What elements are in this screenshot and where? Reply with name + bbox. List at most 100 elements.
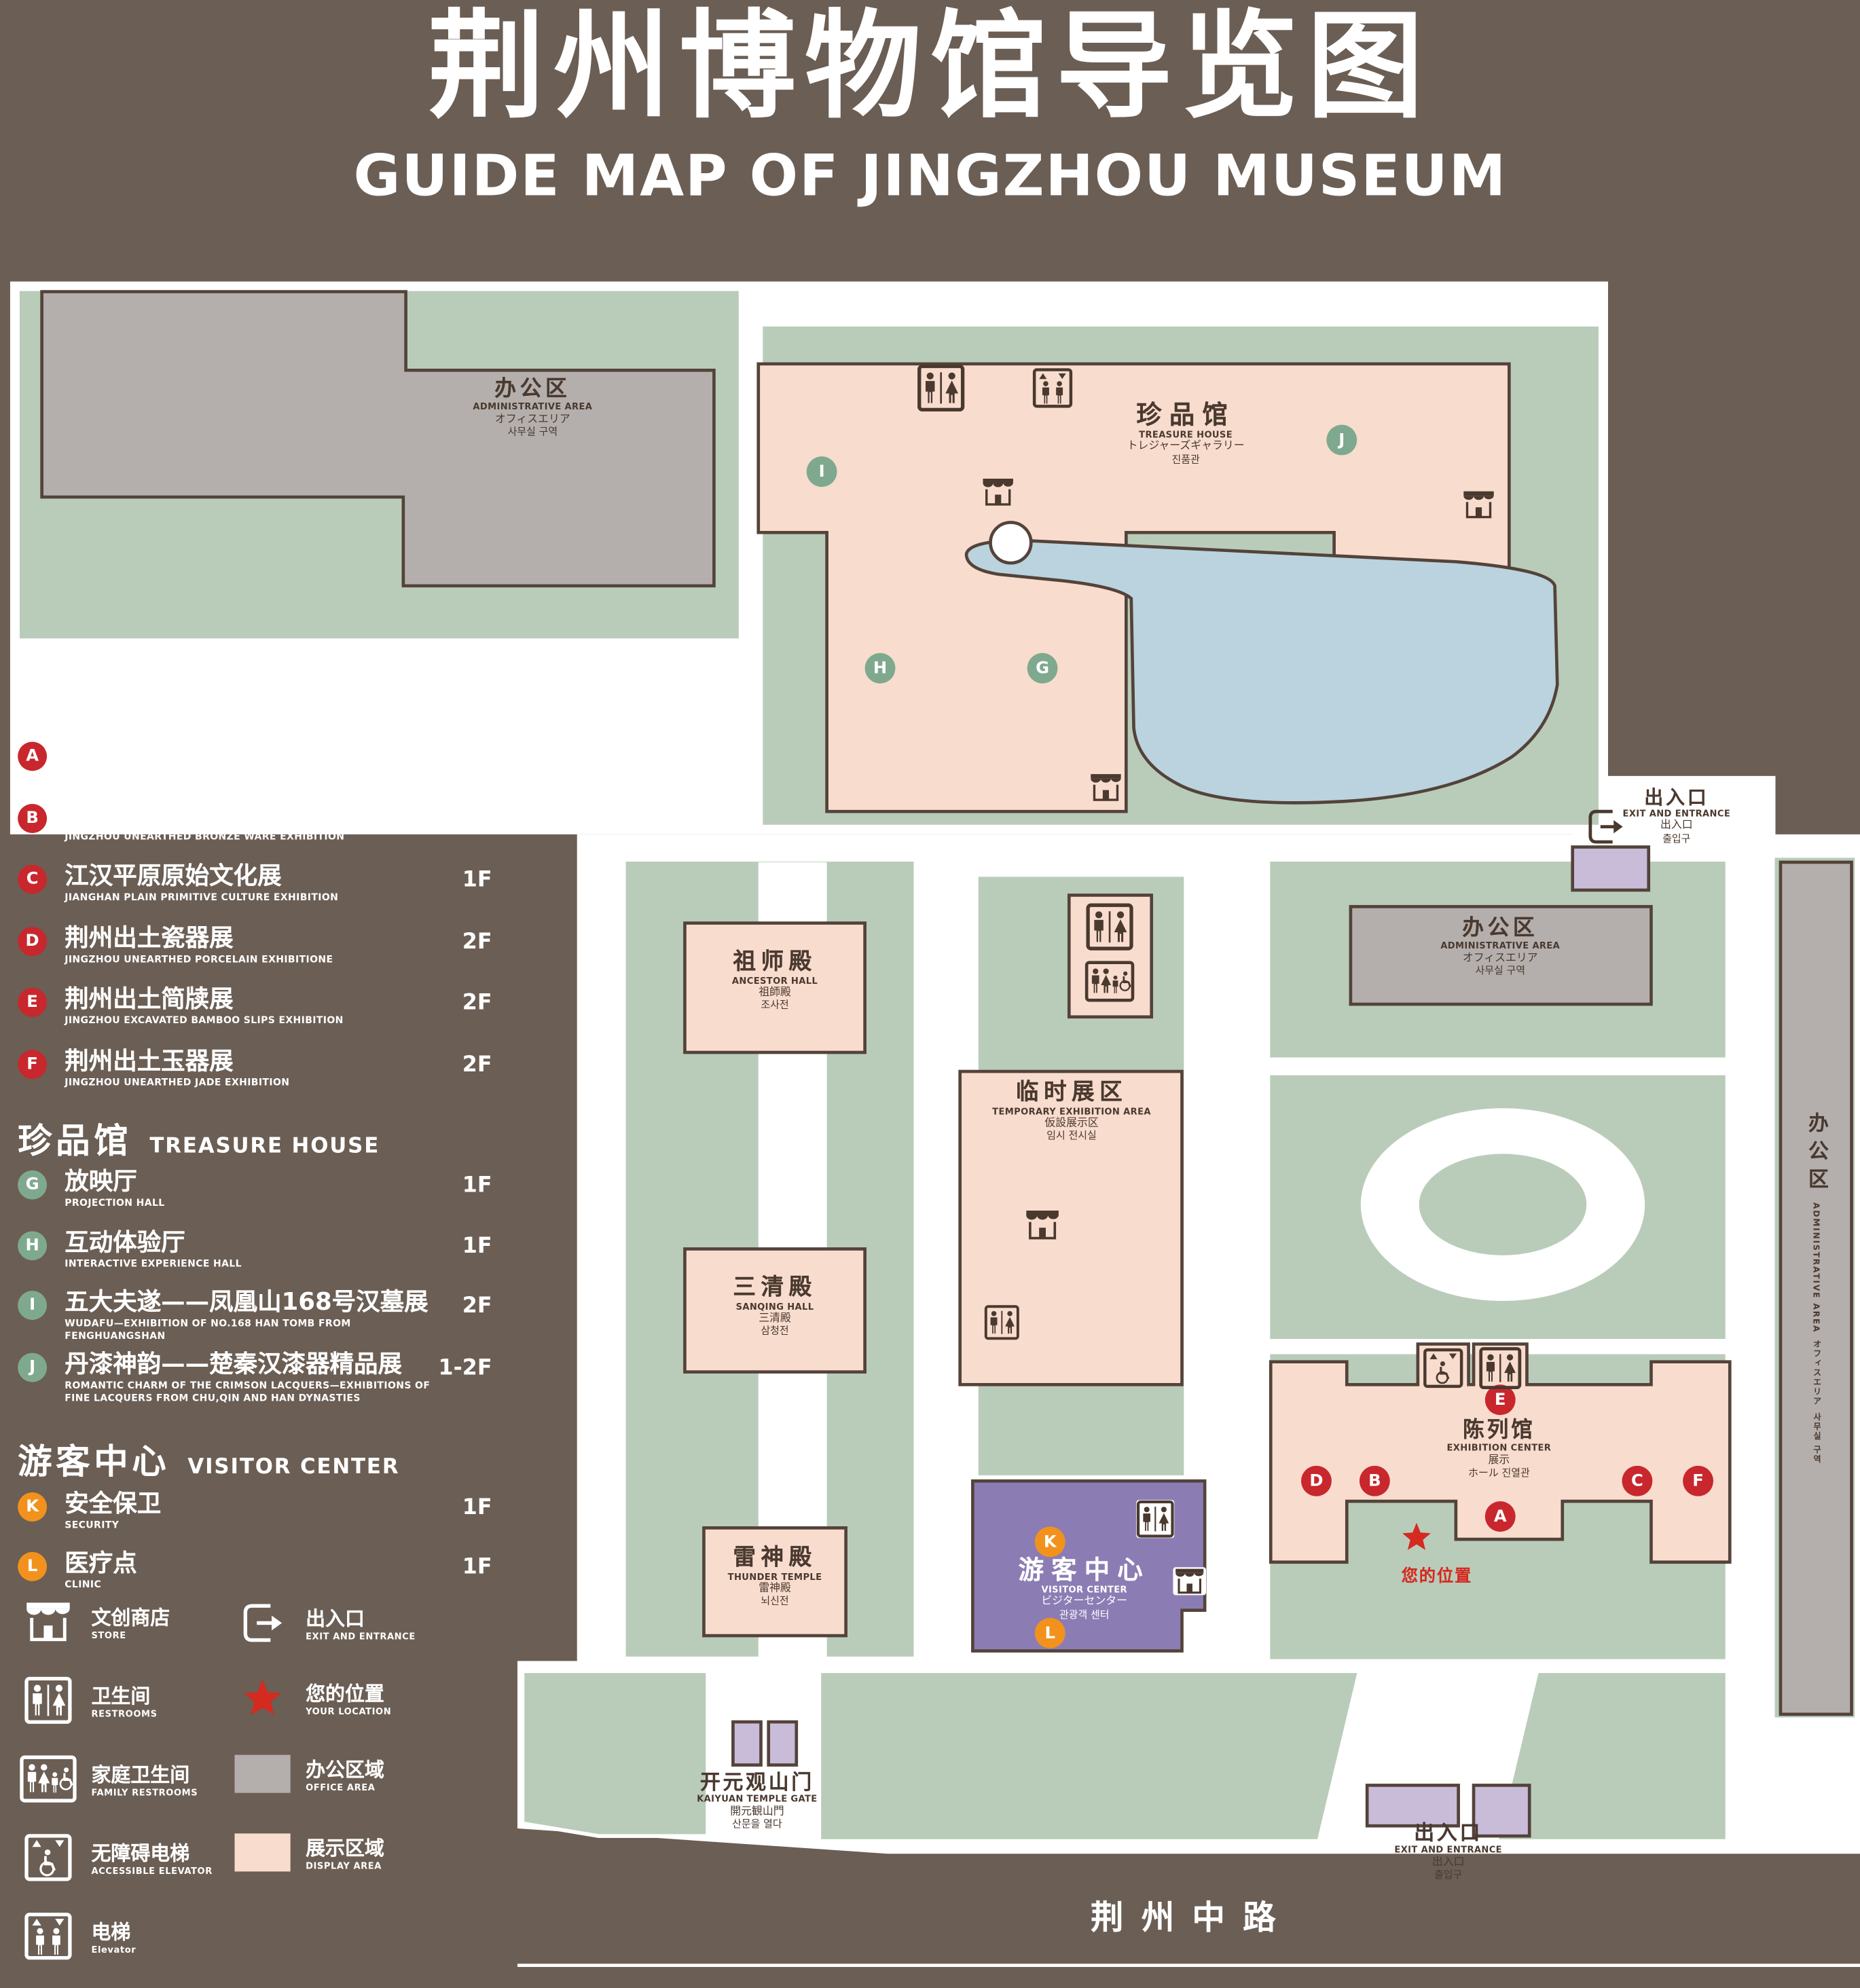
map-marker-i: I bbox=[806, 456, 837, 487]
map-marker-j: J bbox=[1326, 424, 1357, 456]
accessible-elevator-icon bbox=[24, 1833, 72, 1881]
badge-j: J bbox=[18, 1352, 48, 1382]
floor-d: 2F bbox=[462, 929, 492, 955]
badge-i: I bbox=[18, 1291, 48, 1321]
building-thunder-temple bbox=[702, 1526, 847, 1638]
restroom-icon bbox=[1136, 1500, 1175, 1539]
building-ancestor-hall bbox=[683, 921, 867, 1054]
floor-a: 1F bbox=[462, 744, 492, 770]
label-treasure-house: 珍品馆 TREASURE HOUSE トレジャーズギャラリー 진품관 bbox=[1127, 399, 1245, 465]
label-exhibition-center: 陈列馆 EXHIBITION CENTER 展示 ホール 진열관 bbox=[1446, 1417, 1552, 1479]
exit-icon bbox=[240, 1600, 285, 1646]
building-admin-nw bbox=[40, 290, 716, 588]
family-restroom-icon bbox=[1084, 961, 1135, 1003]
building-sanqing-hall bbox=[683, 1247, 867, 1374]
restroom-icon bbox=[1086, 903, 1134, 951]
store-icon bbox=[1461, 490, 1496, 520]
road-name: 荆州中路 bbox=[1091, 1899, 1294, 1938]
map-marker-h: H bbox=[864, 652, 896, 684]
floor-h: 1F bbox=[462, 1234, 492, 1259]
store-icon bbox=[23, 1600, 74, 1643]
round-plaza bbox=[989, 521, 1033, 565]
map-marker-a: A bbox=[1484, 1501, 1516, 1532]
map-marker-e: E bbox=[1484, 1384, 1516, 1416]
restroom-icon bbox=[1479, 1346, 1522, 1389]
store-icon bbox=[1173, 1567, 1206, 1596]
your-location-star-icon bbox=[1400, 1520, 1434, 1553]
label-admin-right: 办公区 ADMINISTRATIVE AREA オフィスエリア 사무실 구역 bbox=[1804, 1112, 1829, 1465]
badge-a: A bbox=[18, 741, 48, 771]
building-exhibition-center bbox=[1269, 1342, 1732, 1564]
label-thunder-temple: 雷神殿 THUNDER TEMPLE 雷神殿 뇌신전 bbox=[727, 1544, 822, 1607]
floor-f: 2F bbox=[462, 1052, 492, 1078]
building-temporary-exhibition bbox=[958, 1069, 1184, 1386]
badge-c: C bbox=[18, 864, 48, 894]
restroom-icon bbox=[917, 364, 965, 412]
store-icon bbox=[1023, 1209, 1061, 1242]
badge-h: H bbox=[18, 1231, 48, 1261]
map-marker-d: D bbox=[1301, 1465, 1332, 1496]
floor-g: 1F bbox=[462, 1173, 492, 1198]
map-marker-c: C bbox=[1622, 1465, 1653, 1496]
restroom-icon bbox=[984, 1305, 1019, 1340]
elevator-icon bbox=[24, 1912, 72, 1960]
your-location-text: 您的位置 bbox=[1401, 1567, 1473, 1587]
map-marker-f: F bbox=[1683, 1465, 1713, 1496]
label-visitor-center: 游客中心 VISITOR CENTER ビジターセンター 관광객 센터 bbox=[1018, 1554, 1150, 1620]
floor-e: 2F bbox=[462, 990, 492, 1016]
badge-b: B bbox=[18, 803, 48, 833]
building-admin-right bbox=[1779, 860, 1853, 1716]
map-marker-k: K bbox=[1034, 1526, 1065, 1558]
label-admin-e: 办公区 ADMINISTRATIVE AREA オフィスエリア 사무실 구역 bbox=[1440, 915, 1561, 976]
page-title: 荆州博物馆导览图 bbox=[428, 0, 1433, 134]
floor-l: 1F bbox=[462, 1554, 492, 1580]
floor-b: 1F bbox=[462, 806, 492, 832]
your-location-icon bbox=[241, 1676, 284, 1719]
badge-f: F bbox=[18, 1050, 48, 1080]
map-marker-l: L bbox=[1034, 1617, 1065, 1649]
label-ancestor-hall: 祖师殿 ANCESTOR HALL 祖師殿 조사전 bbox=[731, 948, 818, 1011]
badge-k: K bbox=[18, 1492, 48, 1522]
entrance-structures bbox=[731, 845, 1651, 1838]
building-treasure-house bbox=[756, 362, 1511, 813]
map-marker-b: B bbox=[1359, 1465, 1390, 1496]
family-restroom-icon bbox=[19, 1755, 77, 1803]
badge-g: G bbox=[18, 1170, 48, 1200]
badge-d: D bbox=[18, 927, 48, 957]
label-admin-nw: 办公区 ADMINISTRATIVE AREA オフィスエリア 사무실 구역 bbox=[473, 376, 593, 438]
map-marker-g: G bbox=[1027, 652, 1058, 684]
floor-i: 2F bbox=[462, 1293, 492, 1319]
store-icon bbox=[981, 477, 1016, 507]
pond bbox=[964, 538, 1559, 805]
restroom-icon bbox=[24, 1676, 72, 1725]
label-sanqing-hall: 三清殿 SANQING HALL 三清殿 삼청전 bbox=[733, 1274, 817, 1337]
building-admin-e bbox=[1349, 904, 1653, 1006]
display-area-swatch bbox=[234, 1833, 291, 1872]
page-subtitle: GUIDE MAP OF JINGZHOU MUSEUM bbox=[353, 142, 1508, 210]
label-kaiyuan-gate: 开元观山门 KAIYUAN TEMPLE GATE 開元観山門 산문을 열다 bbox=[697, 1770, 818, 1830]
exit-icon bbox=[1585, 807, 1626, 847]
office-area-swatch bbox=[234, 1754, 291, 1793]
elevator-icon bbox=[1032, 368, 1073, 409]
